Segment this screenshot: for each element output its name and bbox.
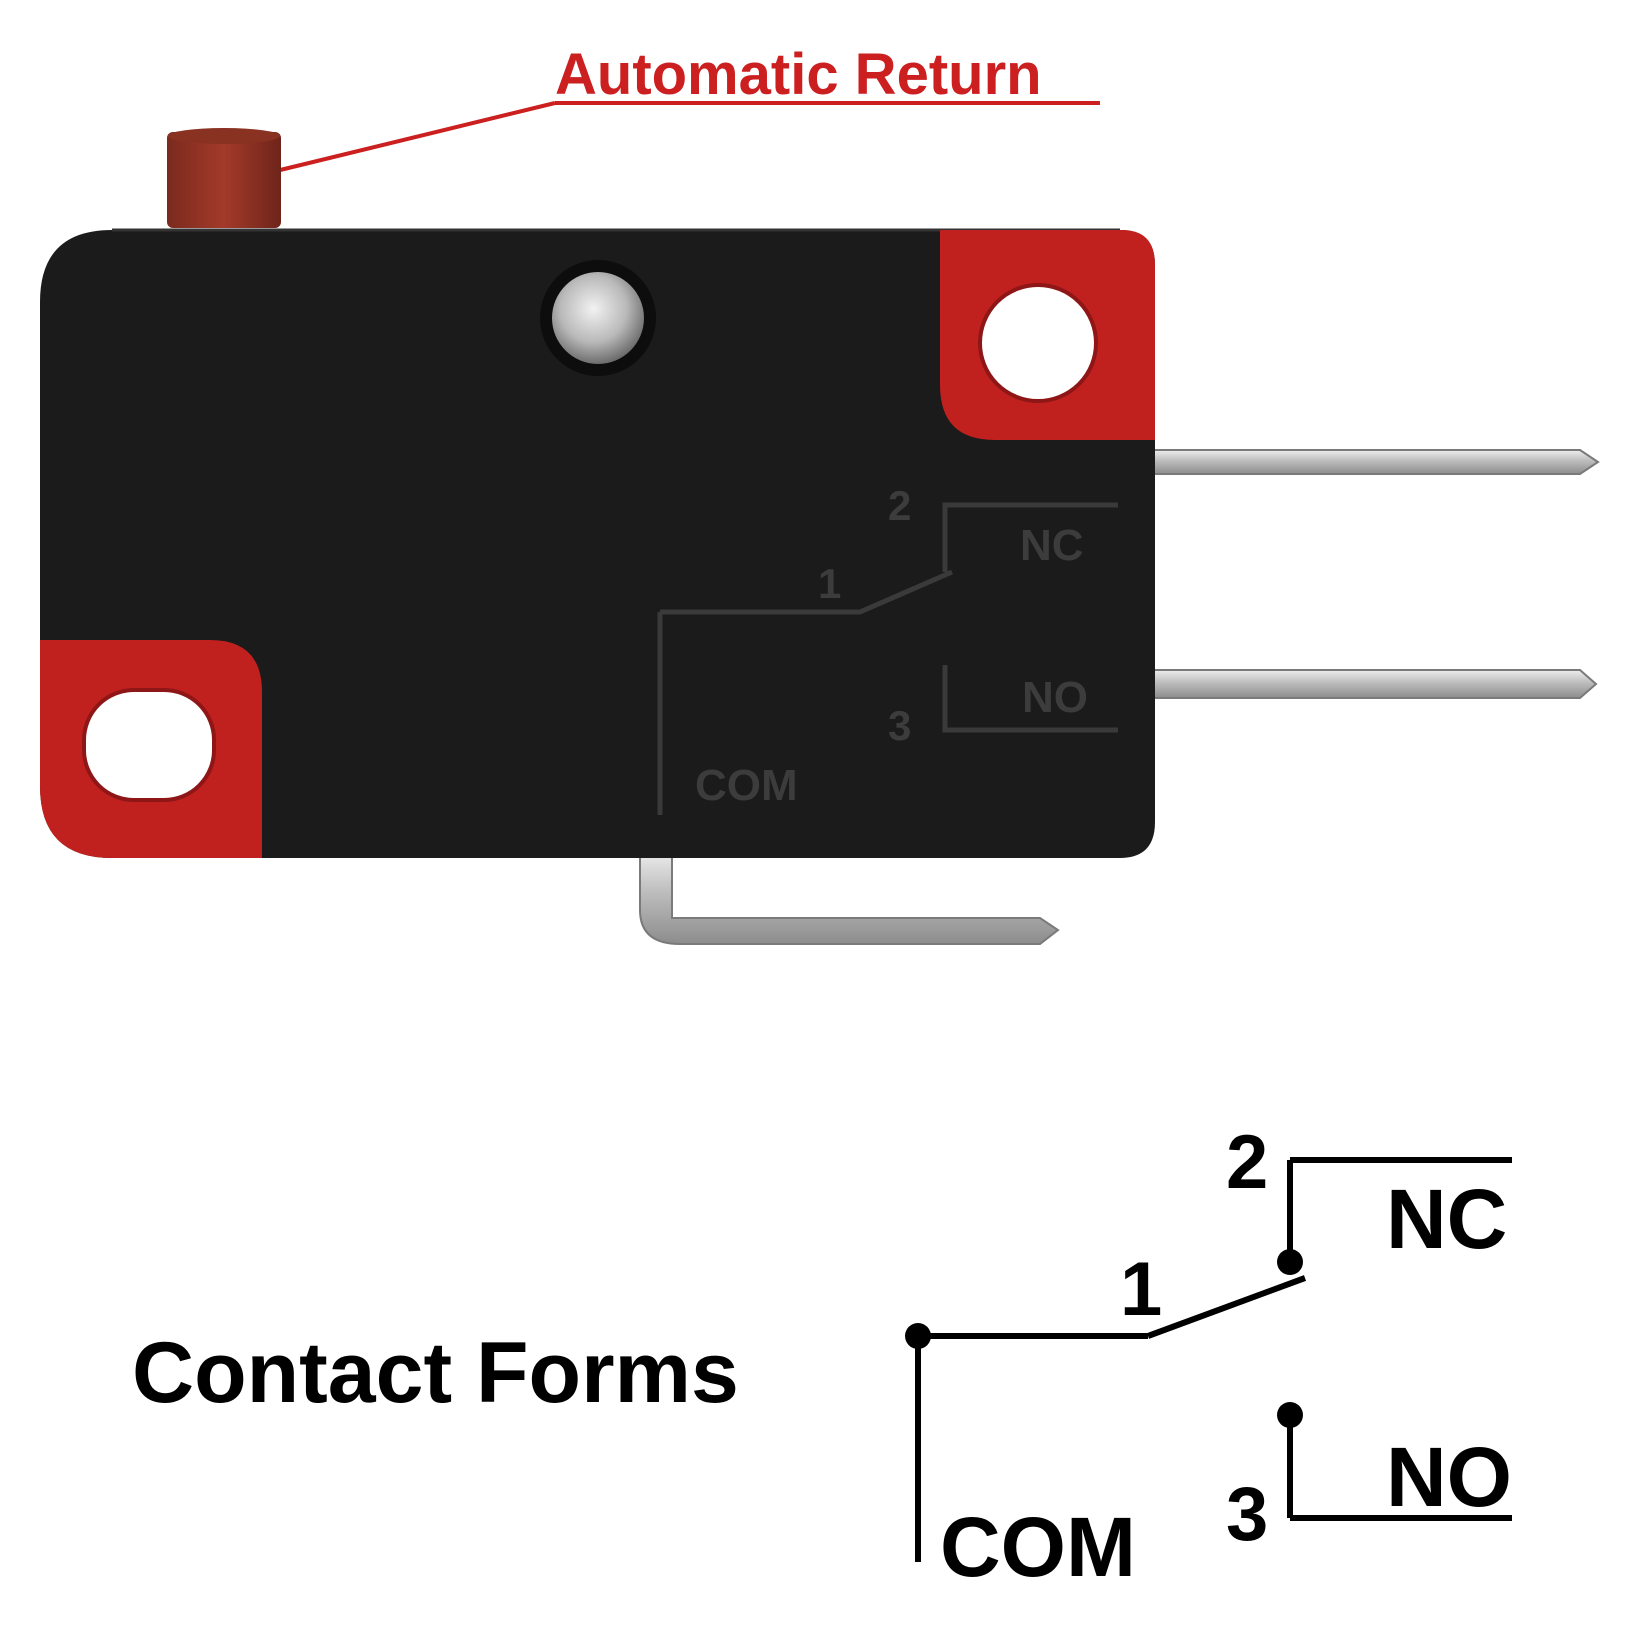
- mounting-tab-top-right: [940, 230, 1155, 440]
- com-node: [905, 1323, 931, 1349]
- body-schematic-labels: 2 1 3 NC NO COM: [695, 482, 1088, 810]
- schematic-nc-label: NC: [1386, 1172, 1507, 1266]
- no-node: [1277, 1402, 1303, 1428]
- contact-schematic-labels: 2 1 3 NC NO COM: [940, 1120, 1512, 1594]
- actuator-plunger-icon: [167, 128, 281, 228]
- body-no-label: NO: [1022, 673, 1088, 722]
- schematic-no-label: NO: [1386, 1430, 1512, 1524]
- body-num-2: 2: [888, 482, 911, 529]
- rivet-icon: [540, 260, 656, 376]
- microswitch: 2 1 3 NC NO COM: [40, 128, 1600, 945]
- contact-schematic-nodes: [905, 1249, 1303, 1428]
- callout-leader-line: [271, 101, 556, 174]
- callout-label: Automatic Return: [555, 42, 1042, 107]
- mounting-tab-bottom-left: [40, 640, 262, 858]
- contact-schematic: [915, 1157, 1512, 1562]
- contact-forms-title: Contact Forms: [132, 1325, 739, 1421]
- contact-forms-section: Contact Forms 2 1 3 NC NO COM: [132, 1120, 1512, 1594]
- schematic-num-2: 2: [1226, 1120, 1268, 1205]
- terminal-no-pin: [1139, 669, 1598, 699]
- mounting-hole-icon: [82, 688, 216, 802]
- schematic-num-3: 3: [1226, 1472, 1268, 1557]
- body-num-1: 1: [818, 560, 841, 607]
- body-num-3: 3: [888, 702, 911, 749]
- body-schematic-markings: [657, 502, 1118, 815]
- terminal-com-pin: [639, 849, 1060, 945]
- schematic-com-label: COM: [940, 1500, 1136, 1594]
- mounting-hole-icon: [978, 283, 1098, 403]
- schematic-num-1: 1: [1120, 1247, 1162, 1332]
- terminal-nc-pin: [1139, 449, 1600, 475]
- automatic-return-callout: Automatic Return: [264, 42, 1100, 180]
- body-com-label: COM: [695, 761, 798, 810]
- nc-node: [1277, 1249, 1303, 1275]
- body-nc-label: NC: [1020, 521, 1084, 570]
